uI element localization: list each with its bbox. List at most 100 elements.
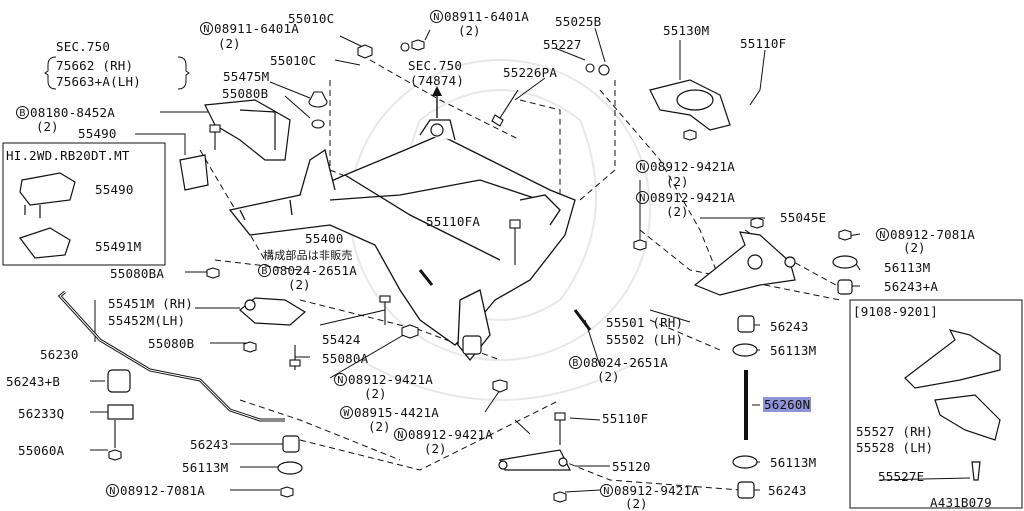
part-56243-b: 56243 [190,437,229,452]
part-55120: 55120 [612,459,651,474]
bolt-n7-qty: (2) [424,441,447,456]
inset-left-parts [19,172,76,259]
part-55424: 55424 [322,332,361,347]
circle-b-symbol: B [569,356,582,369]
part-55490-b: 55490 [95,182,134,197]
leader-lines [199,59,846,491]
part-55080B-b: 55080B [148,336,195,351]
part-55080A: 55080A [322,351,369,366]
bolt-n5-qty: (2) [903,240,926,255]
highlighted-part-56260N[interactable]: 56260N [763,397,812,412]
sec750-left-line1: 75662 (RH) [56,58,134,73]
part-55502: 55502 (LH) [606,332,684,347]
part-55527E: 55527E [878,469,925,484]
part-55451M: 55451M (RH) [108,296,193,311]
part-56113M-d: 56113M [770,455,817,470]
bolt-w1-qty: (2) [368,419,391,434]
part-56243-c: 56243 [768,483,807,498]
part-55060A: 55060A [18,443,65,458]
part-56113M-a: 56113M [884,260,931,275]
circle-n-symbol: N [200,22,213,35]
forward-arrow-icon [432,86,442,96]
bolt-b3-qty: (2) [597,369,620,384]
part-55527: 55527 (RH) [856,424,934,439]
jp-note: 構成部品は非販売 [263,249,353,262]
part-56243-a: 56243 [770,319,809,334]
part-56233Q: 56233Q [18,406,65,421]
sec750-left-title: SEC.750 [56,39,111,54]
part-56260N: 56260N [763,397,812,412]
bolt-n2-qty: (2) [458,23,481,38]
brace-left [44,56,57,90]
circle-n-symbol: N [106,484,119,497]
circle-n-symbol: N [600,484,613,497]
inset-left-title: HI.2WD.RB20DT.MT [6,148,130,163]
solid-leaders [90,27,971,493]
part-56113M-c: 56113M [182,460,229,475]
bolt-n9-qty: (2) [625,496,648,511]
inset-lower-arm [904,329,1001,481]
bolt-n3-qty: (2) [666,174,689,189]
part-56243B: 56243+B [6,374,61,389]
bolt-n6-qty: (2) [364,386,387,401]
link-55120 [498,449,571,471]
part-55010C-a: 55010C [288,11,335,26]
bolt-n4-qty: (2) [666,204,689,219]
part-55080BA: 55080BA [110,266,165,281]
part-55110FA: 55110FA [426,214,481,229]
part-55080B-a: 55080B [222,86,269,101]
diagram-id: A431B079 [930,495,992,510]
circle-n-symbol: N [636,191,649,204]
part-55110F-a: 55110F [740,36,787,51]
circle-b-symbol: B [16,106,29,119]
part-56230: 56230 [40,347,79,362]
rear-bracket-55475m [179,99,291,191]
inset-box-left [2,142,166,266]
bolt-n1-qty: (2) [218,36,241,51]
sec750-top-ref: (74874) [410,73,465,88]
part-55475M: 55475M [223,69,270,84]
part-55227: 55227 [543,37,582,52]
brace-right [177,56,190,90]
part-55010C-b: 55010C [270,53,317,68]
sec750-left-line2: 75663+A(LH) [56,74,141,89]
circle-n-symbol: N [334,373,347,386]
part-55528: 55528 (LH) [856,440,934,455]
inset-box-right [849,299,1023,509]
part-55501: 55501 (RH) [606,315,684,330]
sec750-top-label: SEC.750 [408,58,463,73]
mount-bushing-top [430,123,444,137]
bolt-b1-qty: (2) [36,119,59,134]
part-55226PA: 55226PA [503,65,558,80]
mount-55451m [239,297,307,326]
part-55025B: 55025B [555,14,602,29]
rear-subframe [228,119,576,362]
part-55452M: 55452M(LH) [108,313,186,328]
nuts-bolts [108,39,852,503]
upper-link-55130m [649,79,731,131]
circle-w-symbol: W [340,406,353,419]
part-56113M-b: 56113M [770,343,817,358]
bolt-b2-qty: (2) [288,277,311,292]
circle-b-symbol: B [258,264,271,277]
part-55490-a: 55490 [78,126,117,141]
circle-n-symbol: N [876,228,889,241]
lower-arm-55501 [693,231,796,296]
bushings [107,255,858,499]
inset-right-title: [9108-9201] [853,304,938,319]
part-55130M: 55130M [663,23,710,38]
